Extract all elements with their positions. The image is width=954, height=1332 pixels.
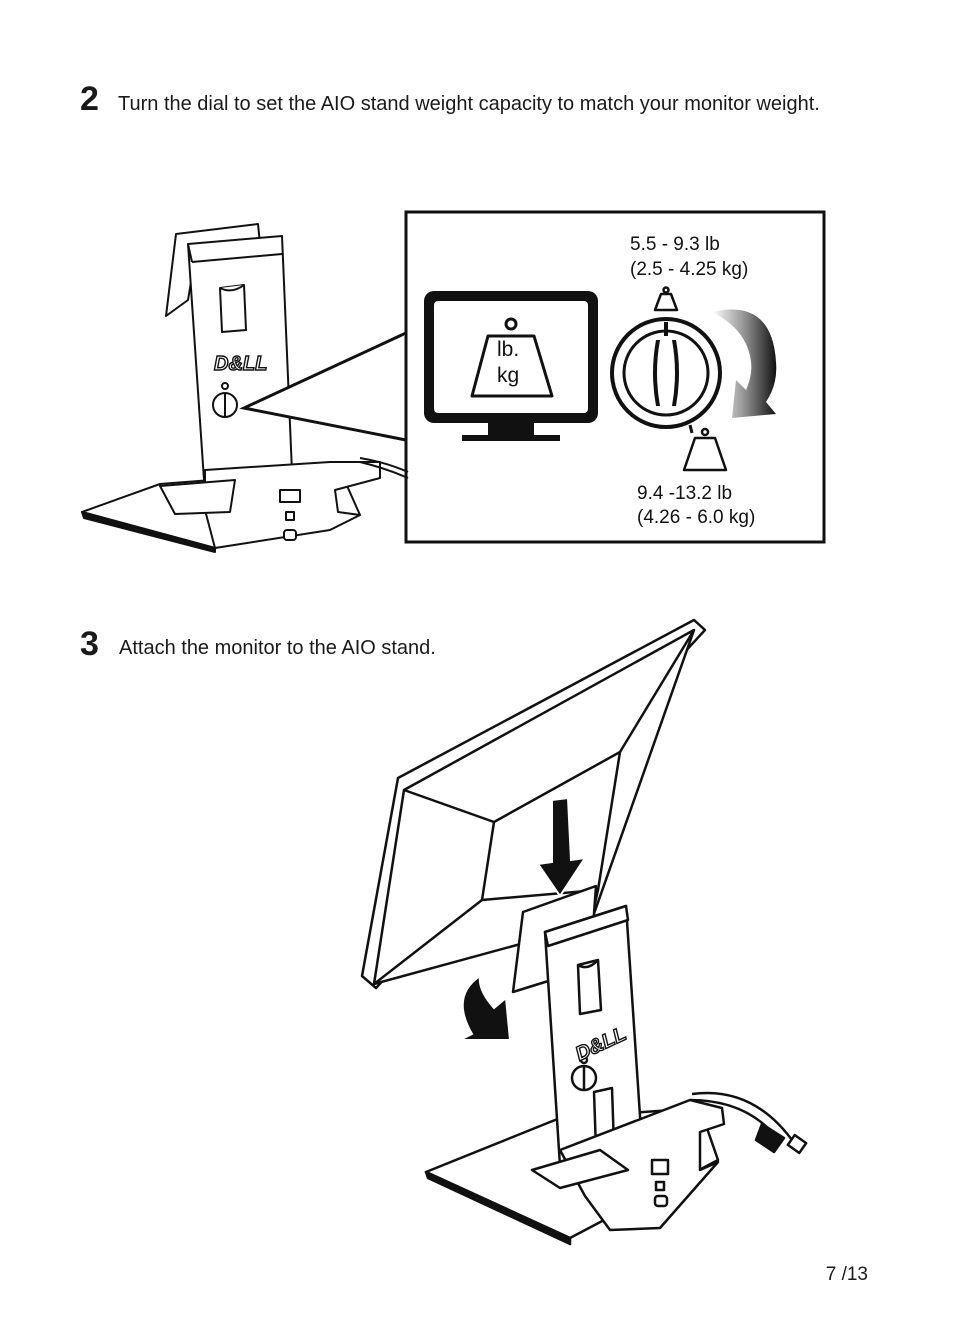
stand-cables — [689, 1091, 808, 1155]
heavy-range-lb: 9.4 -13.2 lb — [637, 483, 732, 504]
stand-cable-housing — [159, 457, 409, 549]
monitor-weight-icon — [424, 291, 598, 441]
step-2-instruction: Turn the dial to set the AIO stand weigh… — [118, 93, 820, 115]
stand-dial-icon-2 — [570, 1055, 598, 1092]
rotate-clockwise-arrow-icon — [712, 309, 777, 418]
heavy-range-kg: (4.26 - 6.0 kg) — [637, 507, 755, 528]
light-range-lb: 5.5 - 9.3 lb — [630, 234, 720, 255]
weight-unit-kg: kg — [497, 364, 519, 387]
light-range-kg: (2.5 - 4.25 kg) — [630, 259, 748, 280]
step-2-number: 2 — [80, 80, 99, 118]
stand-dell-logo: D&LL — [214, 353, 267, 375]
stand-switch-icon — [279, 489, 301, 503]
down-arrow-icon — [536, 796, 588, 898]
heavy-weight-icon — [682, 424, 728, 472]
callout-box — [404, 210, 826, 544]
page-number: 7 /13 — [825, 1264, 868, 1285]
stand-switch-icon-2 — [650, 1158, 670, 1176]
weight-dial-icon — [610, 317, 722, 429]
step-3-number: 3 — [80, 625, 99, 663]
monitor-back-panel — [360, 618, 707, 990]
weight-unit-lb: lb. — [497, 338, 519, 361]
light-weight-icon — [653, 286, 679, 312]
rotate-down-arrow-icon — [459, 973, 512, 1041]
step-3-instruction: Attach the monitor to the AIO stand. — [119, 637, 436, 659]
stand-column-2 — [543, 904, 644, 1168]
stand-dial-icon — [212, 382, 238, 418]
stand-cable-housing-2 — [530, 1098, 726, 1232]
